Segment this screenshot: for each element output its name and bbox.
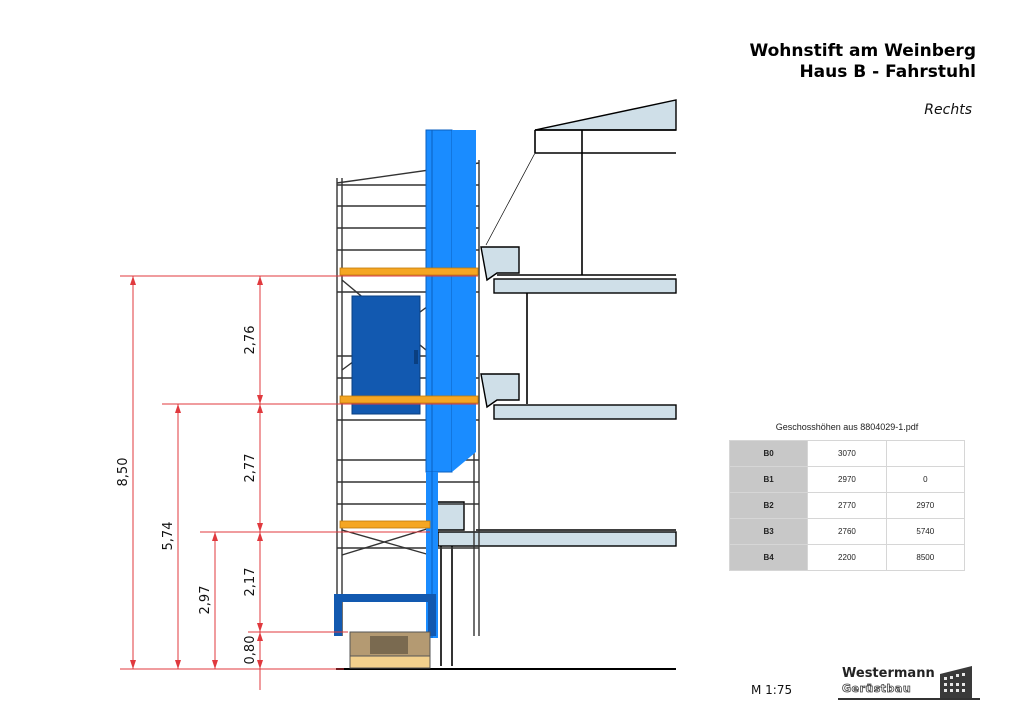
cell-floor: B3 xyxy=(728,518,809,545)
building xyxy=(336,99,677,670)
dim-seg-2-label: 2,77 xyxy=(243,454,258,483)
platforms xyxy=(339,267,479,529)
dim-total-label: 8,50 xyxy=(116,458,131,487)
title-line-1: Wohnstift am Weinberg xyxy=(749,41,976,61)
cell-floor: B1 xyxy=(728,466,809,493)
view-label: Rechts xyxy=(924,102,972,118)
scale-label: M 1:75 xyxy=(751,683,793,697)
dim-mid-label: 5,74 xyxy=(161,522,176,551)
dim-seg-3-label: 2,17 xyxy=(243,568,258,597)
title-line-2: Haus B - Fahrstuhl xyxy=(799,62,976,82)
cell-cumulative: 5740 xyxy=(885,518,966,545)
cell-floor: B2 xyxy=(728,492,809,519)
cell-cumulative: 8500 xyxy=(885,544,966,571)
dimension-arrows xyxy=(130,276,263,669)
cell-cumulative: 2970 xyxy=(885,492,966,519)
dimension-lines xyxy=(120,275,478,690)
cell-height: 2770 xyxy=(807,492,887,519)
table-title: Geschosshöhen aus 8804029-1.pdf xyxy=(775,422,919,432)
cell-height: 2200 xyxy=(807,544,887,571)
base-frame xyxy=(334,594,436,669)
company-name: Westermann xyxy=(842,666,935,681)
building-icon xyxy=(940,666,972,698)
cell-cumulative xyxy=(885,440,966,467)
cell-floor: B4 xyxy=(728,544,809,571)
cell-floor: B0 xyxy=(728,440,809,467)
elevator-cabin xyxy=(351,295,421,415)
cell-cumulative: 0 xyxy=(885,466,966,493)
company-subtitle: Gerüstbau xyxy=(842,682,912,696)
elevator-shaft xyxy=(425,129,476,638)
cell-height: 3070 xyxy=(807,440,887,467)
logo-underline xyxy=(838,698,980,700)
dim-low-label: 2,97 xyxy=(198,586,213,615)
dim-seg-4-label: 0,80 xyxy=(243,636,258,665)
cell-height: 2760 xyxy=(807,518,887,545)
cell-height: 2970 xyxy=(807,466,887,493)
company-logo: Westermann Gerüstbau xyxy=(838,666,980,702)
dim-seg-1-label: 2,76 xyxy=(243,326,258,355)
